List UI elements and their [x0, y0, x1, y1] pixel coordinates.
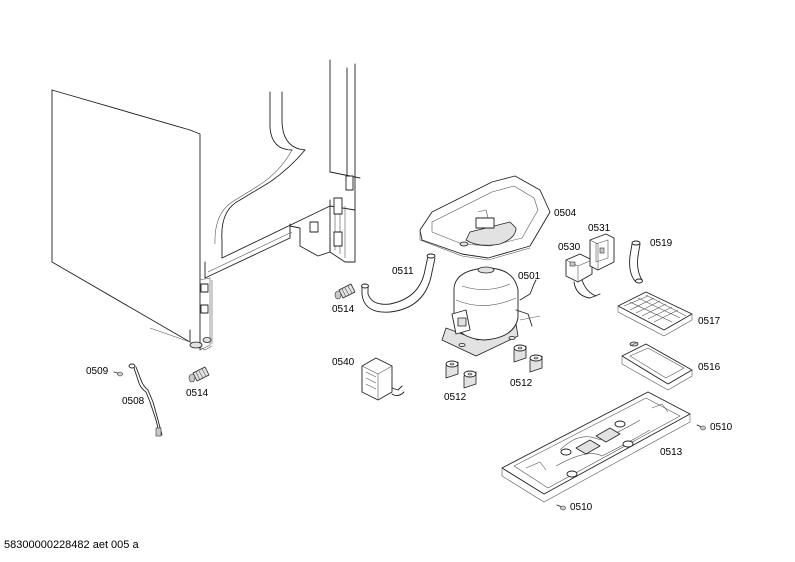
part-0514-foot-b	[188, 366, 210, 383]
part-0504-drip-tray	[419, 175, 551, 261]
part-0519-tube	[629, 240, 643, 284]
part-0517-grid-plate	[617, 291, 693, 337]
label-0512-b: 0512	[510, 378, 533, 389]
part-0513-base-plate	[501, 391, 691, 503]
label-0501: 0501	[518, 271, 541, 282]
label-0519: 0519	[650, 238, 673, 249]
label-0514-a: 0514	[332, 304, 355, 315]
label-0511: 0511	[392, 266, 414, 277]
label-0512-a: 0512	[444, 392, 467, 403]
part-0531-bracket	[589, 233, 615, 271]
part-0512-grommets-right	[513, 344, 543, 373]
label-0508: 0508	[122, 396, 145, 407]
label-0509: 0509	[86, 366, 109, 377]
part-0509-screw	[113, 371, 123, 377]
part-0516-tray	[621, 341, 693, 391]
label-0531: 0531	[588, 223, 611, 234]
part-0540-control-box	[361, 357, 405, 401]
fridge-cabinet	[51, 59, 361, 351]
part-0512-grommets-left	[445, 360, 477, 389]
label-0516: 0516	[698, 362, 721, 373]
part-0510-screw-a	[696, 424, 706, 431]
label-0504: 0504	[554, 208, 577, 219]
part-0501-compressor	[441, 266, 541, 357]
label-0514-b: 0514	[186, 388, 209, 399]
label-0540: 0540	[332, 357, 355, 368]
part-0514-foot-a	[334, 283, 356, 300]
label-0510-a: 0510	[710, 422, 733, 433]
part-0530-relay	[565, 253, 601, 299]
label-0530: 0530	[558, 242, 581, 253]
part-0511-drain-hose	[361, 253, 436, 313]
part-0510-screw-b	[556, 504, 566, 511]
label-0517: 0517	[698, 316, 721, 327]
label-0510-b: 0510	[570, 502, 593, 513]
part-0508-wire	[128, 363, 163, 437]
diagram-reference-code: 58300000228482 aet 005 a	[4, 539, 139, 551]
label-0513: 0513	[660, 447, 683, 458]
